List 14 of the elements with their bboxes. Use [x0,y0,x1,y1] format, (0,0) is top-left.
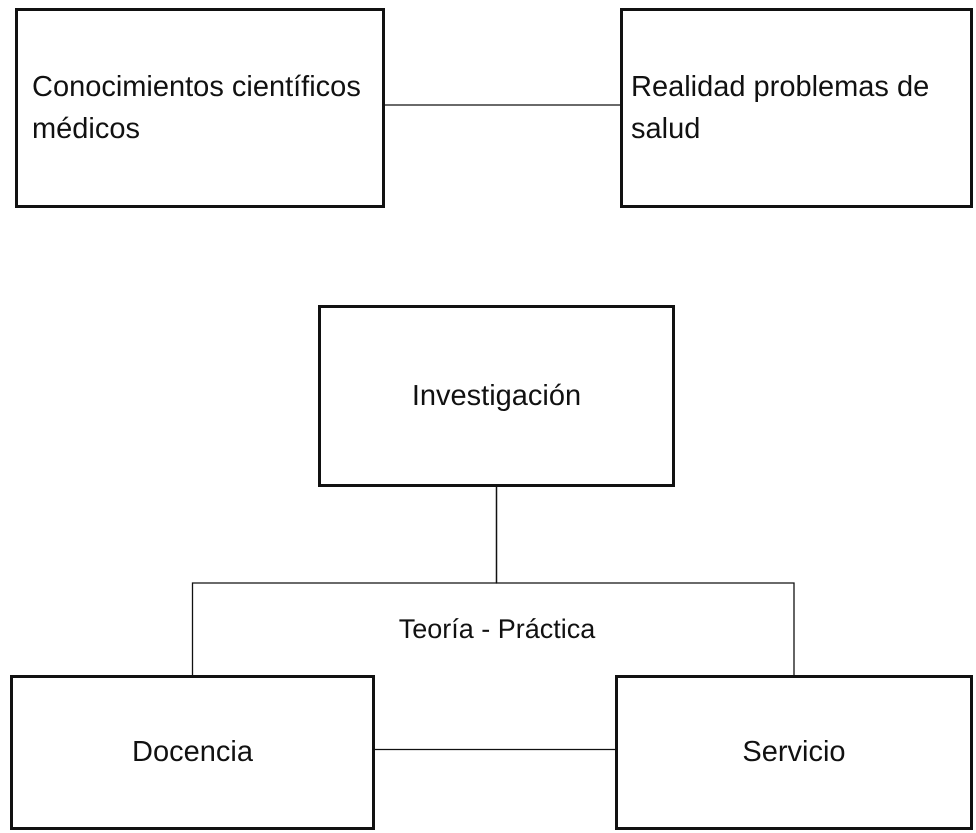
node-label: Conocimientos científicos médicos [32,70,362,147]
connector-line [375,748,615,750]
text-box [620,8,973,208]
node-label: Investigación [412,378,582,414]
node-label: Servicio [742,735,846,770]
node-label: Realidad problemas de salud [631,70,930,147]
connector-line [385,104,620,106]
text-box [318,305,675,487]
relation-label: Teoría - Práctica [398,614,596,645]
text-box [10,675,375,830]
text-box [615,675,973,830]
text-box [15,8,385,208]
node-label: Docencia [132,735,253,770]
connector-line [496,487,795,675]
